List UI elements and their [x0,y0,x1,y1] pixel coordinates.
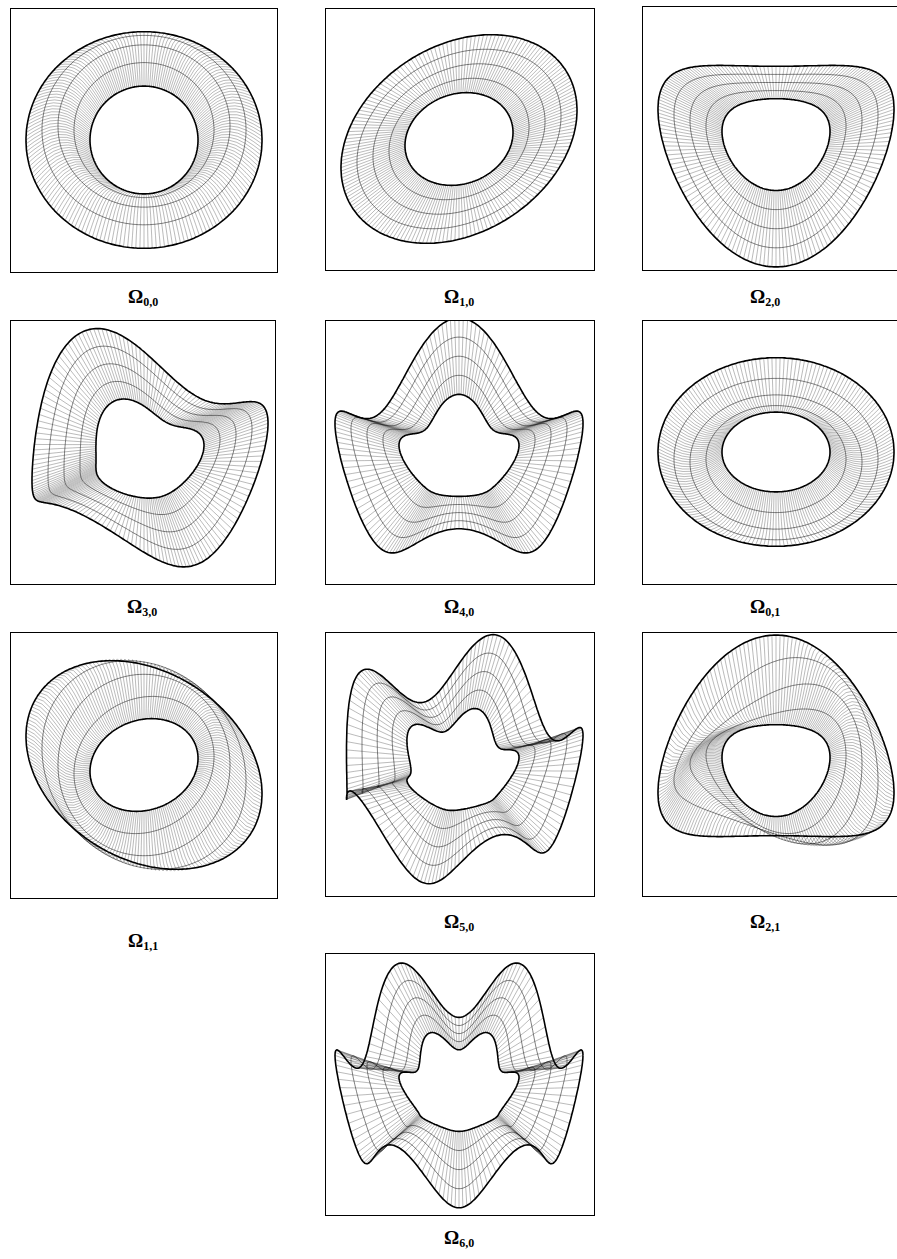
panel-frame [326,321,595,585]
surface-panel [11,633,278,899]
mesh-ring [405,93,513,186]
mesh-ring [690,684,862,844]
mesh-lines [658,635,894,846]
mesh-ring [383,1015,535,1150]
mesh-ring [658,635,894,837]
mesh-ring [80,381,220,514]
wireframe-surface [26,32,262,249]
mesh-ring [58,45,230,207]
panel-label: Ω1,0 [442,286,476,310]
mesh-ring [367,998,551,1170]
mesh-ring [26,32,262,249]
mesh-ring [389,78,529,199]
mesh-ring [373,64,545,214]
mesh-ring [674,378,878,539]
panel-label: Ω2,0 [748,286,782,310]
mesh-ring [42,661,246,870]
mesh-ring [335,321,583,553]
mesh-ring [706,406,846,513]
mesh-ring [722,99,830,191]
mesh-ring [407,709,519,811]
wireframe-surface [658,65,894,267]
panel-frame [11,9,278,273]
wireframe-surface [658,635,894,846]
surface-panel [643,321,897,585]
panel-label: Ω1,1 [126,930,160,954]
mesh-ring [96,399,204,498]
panel-label: Ω0,1 [748,596,782,620]
panel-frame [643,633,897,897]
surface-panel [326,9,595,271]
mesh-ring [335,963,583,1208]
wireframe-surface [341,35,577,244]
wireframe-surface [658,358,894,547]
mesh-ring [392,690,535,828]
mesh-ring [26,661,262,870]
mesh-ring [42,35,246,224]
panel-label: Ω0,0 [126,286,160,310]
mesh-ring [706,709,846,834]
surface-panel [326,954,595,1216]
mesh-ring [351,980,567,1188]
wireframe-surface [335,963,583,1208]
mesh-ring [706,91,846,210]
panel-label: Ω2,1 [748,911,782,935]
mesh-lines [335,963,583,1208]
surface-panel [11,321,276,585]
mesh-lines [658,358,894,547]
surface-panel [326,633,595,897]
mesh-ring [351,337,567,537]
panel-frame [11,321,276,585]
mesh-lines [32,329,268,567]
mesh-ring [658,358,894,547]
mesh-ring [74,696,214,833]
panel-frame [326,954,595,1216]
mesh-ring [90,719,198,812]
mesh-lines [347,635,584,884]
panel-label: Ω6,0 [442,1227,476,1251]
mesh-ring [722,412,830,492]
wireframe-surface [335,321,583,553]
mesh-ring [658,65,894,267]
panel-label: Ω3,0 [125,596,159,620]
mesh-ring [722,725,830,817]
mesh-ring [347,635,584,884]
surface-panel [326,318,595,585]
panel-frame [326,633,595,897]
mesh-ring [58,674,230,855]
mesh-lines [26,659,262,871]
surface-panel [643,7,897,271]
panel-frame [643,7,897,271]
mesh-ring [674,658,878,846]
mesh-ring [399,394,519,496]
panel-frame [643,321,897,585]
panel-frame [326,9,595,271]
surface-panel [643,633,897,897]
panel-frame [11,633,278,899]
mesh-ring [377,672,551,847]
panel-label: Ω5,0 [442,911,476,935]
mesh-ring [367,356,551,522]
wireframe-surface [26,659,262,871]
mesh-ring [74,63,214,198]
surface-panel [11,9,278,273]
panel-label: Ω4,0 [442,596,476,620]
mesh-ring [674,74,878,248]
mesh-lines [26,32,262,249]
wireframe-surface [32,329,268,567]
mesh-ring [341,35,577,244]
mesh-lines [335,321,583,553]
mesh-ring [690,83,862,229]
mesh-ring [32,329,268,567]
mesh-ring [383,375,535,507]
wireframe-surface [347,635,584,884]
mesh-ring [48,346,252,549]
mesh-ring [399,1033,519,1132]
mesh-lines [341,35,577,244]
mesh-ring [690,395,862,529]
mesh-lines [658,65,894,267]
mesh-ring [90,86,198,194]
mesh-ring [64,364,236,532]
